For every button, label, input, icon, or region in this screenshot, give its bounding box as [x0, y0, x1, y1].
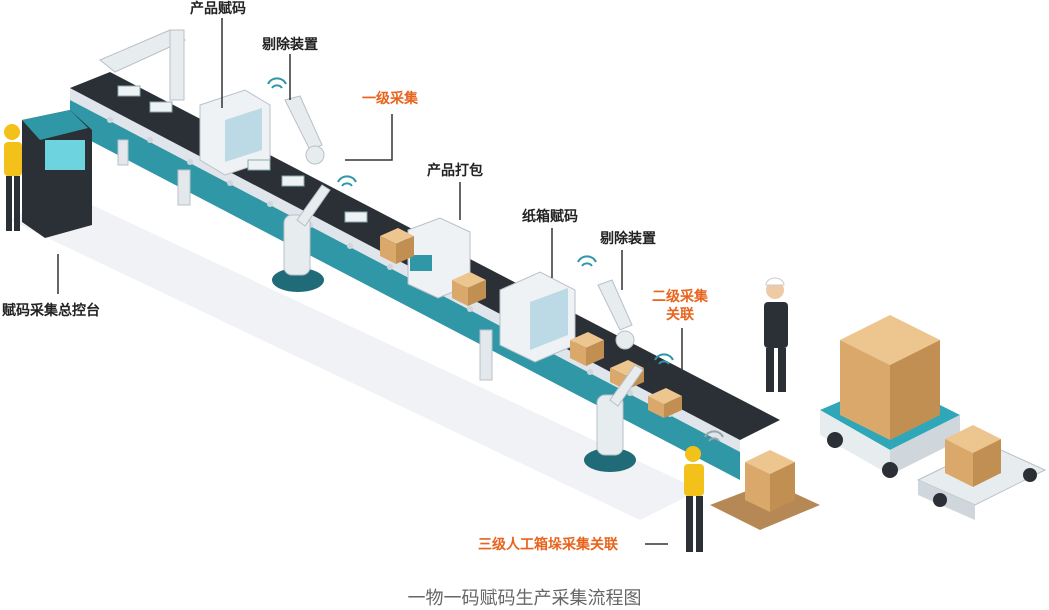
label-reject-device-2: 剔除装置 [600, 231, 656, 247]
label-carton-coding: 纸箱赋码 [522, 209, 578, 225]
label-console: 赋码采集总控台 [2, 303, 100, 319]
label-product-coding: 产品赋码 [190, 1, 246, 17]
reject-arm-2 [597, 279, 635, 350]
pallet-boxes [710, 450, 820, 530]
console-operator [4, 124, 22, 231]
label-level1-collect: 一级采集 [362, 91, 418, 107]
leader-lines [57, 18, 683, 545]
agv-vehicle-small [916, 425, 1047, 520]
label-product-packing: 产品打包 [427, 163, 483, 179]
conveyor-legs [117, 139, 493, 381]
floor-shadow [10, 190, 700, 520]
diagram-caption: 一物一码赋码生产采集流程图 [407, 588, 642, 609]
control-console [22, 110, 92, 238]
carton-coding-station [499, 271, 576, 363]
label-level3-collect: 三级人工箱垛采集关联 [478, 537, 618, 553]
pallet-worker [684, 446, 704, 552]
label-level2-collect-2: 关联 [666, 307, 694, 323]
product-coding-station [199, 89, 271, 176]
packing-station [407, 217, 471, 299]
supervisor-figure [764, 277, 788, 392]
label-reject-device-1: 剔除装置 [262, 37, 318, 53]
reject-arm-1 [284, 95, 325, 165]
label-level2-collect: 二级采集 [652, 289, 708, 305]
entry-gantry [99, 29, 187, 101]
wifi-icon [704, 430, 724, 442]
agv-vehicle-large [820, 315, 960, 478]
robot-arm-1 [272, 184, 331, 292]
robot-arm-2 [584, 364, 644, 472]
scanner-icon [267, 77, 674, 365]
